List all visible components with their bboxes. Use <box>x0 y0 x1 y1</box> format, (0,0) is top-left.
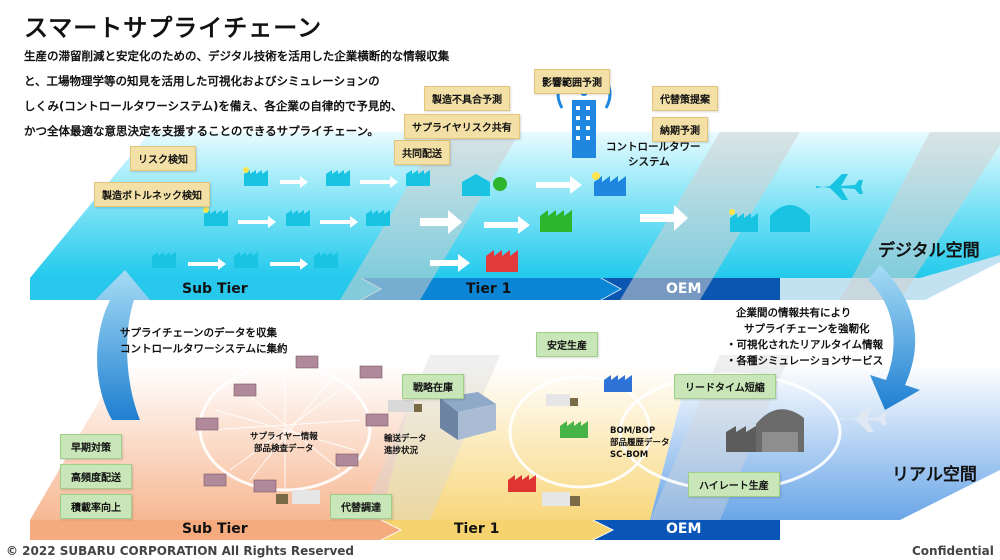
real-tier-subtier: Sub Tier <box>182 521 248 537</box>
tag-bottleneck-detect: 製造ボトルネック検知 <box>94 182 210 207</box>
cycle-arrow-down <box>868 265 920 410</box>
digital-airplane <box>816 174 863 200</box>
real-airplane <box>840 406 887 432</box>
transport-label-1: 輸送データ <box>384 434 427 444</box>
tag-joint-delivery: 共同配送 <box>394 140 450 165</box>
description-line-1: 生産の滞留削減と安定化のための、デジタル技術を活用した企業横断的な情報収集 <box>24 49 450 63</box>
digital-space-label: デジタル空間 <box>878 241 980 261</box>
tag-alt-procure: 代替調達 <box>330 494 392 519</box>
digital-factories <box>152 170 758 268</box>
supplier-info-label-1: サプライヤー情報 <box>250 432 318 442</box>
tag-stable-production: 安定生産 <box>536 332 598 357</box>
sun-dot-3 <box>203 207 209 213</box>
confidential-label: Confidential <box>912 544 994 558</box>
tag-delivery-predict: 納期予測 <box>652 117 708 142</box>
tag-risk-share: サプライヤリスク共有 <box>404 114 520 139</box>
control-tower-label-1: コントロールタワー <box>606 141 701 153</box>
blue-real-factory <box>604 375 632 392</box>
tag-defect-predict: 製造不具合予測 <box>424 86 510 111</box>
collect-note-2: コントロールタワーシステムに集約 <box>120 343 288 355</box>
real-supplier-factories <box>195 355 389 493</box>
bom-label-1: BOM/BOP <box>610 426 656 436</box>
real-tier-tier1: Tier 1 <box>454 521 500 537</box>
real-band-subtier <box>30 520 400 540</box>
description-line-2: と、工場物理学等の知見を活用した可視化およびシミュレーションの <box>24 74 380 88</box>
supplier-info-label-2: 部品検査データ <box>254 444 314 454</box>
real-trucks <box>276 394 580 506</box>
tag-early-action: 早期対策 <box>60 434 122 459</box>
cycle-arrow-up <box>95 270 150 420</box>
sun-dot <box>592 172 600 180</box>
digital-tier-subtier: Sub Tier <box>182 281 248 297</box>
real-band-oem <box>594 520 780 540</box>
tag-strategic-stock: 戦略在庫 <box>402 374 464 399</box>
green-dot <box>493 177 507 191</box>
oem-factory-dome <box>770 205 810 232</box>
ribbon-2 <box>620 132 800 300</box>
description-line-4: かつ全体最適な意思決定を支援することのできるサプライチェーン。 <box>24 124 379 138</box>
share-note-3: ・可視化されたリアルタイム情報 <box>726 339 884 351</box>
tag-freq-delivery: 高頻度配送 <box>60 464 132 489</box>
sun-dot-2 <box>243 167 249 173</box>
tag-high-rate: ハイレート生産 <box>688 472 780 497</box>
share-note-1: 企業間の情報共有により <box>736 307 852 319</box>
green-real-factory <box>560 421 588 438</box>
red-factory <box>486 250 518 272</box>
oem-digital-factory <box>594 176 626 196</box>
oem-real-plant <box>726 409 804 452</box>
page-title: スマートサプライチェーン <box>24 14 323 42</box>
real-space-label: リアル空間 <box>892 465 977 485</box>
share-note-4: ・各種シミュレーションサービス <box>726 355 884 367</box>
warehouse <box>462 174 490 196</box>
ribbon-1 <box>340 132 520 300</box>
ribbon-3 <box>840 132 1000 300</box>
tag-leadtime: リードタイム短縮 <box>674 374 776 399</box>
tag-impact-predict: 影響範囲予測 <box>534 69 610 94</box>
digital-tier-oem: OEM <box>666 281 702 297</box>
tag-risk-detect: リスク検知 <box>130 146 196 171</box>
control-tower <box>556 79 612 158</box>
description-line-3: しくみ(コントロールタワーシステム)を備え、各企業の自律的で予見的、 <box>24 99 403 113</box>
transport-label-2: 進捗状況 <box>384 446 419 456</box>
green-factory <box>540 210 572 232</box>
red-real-factory <box>508 475 536 492</box>
sun-dot-4 <box>729 209 735 215</box>
bom-label-3: SC-BOM <box>610 450 649 460</box>
collect-note-1: サプライチェーンのデータを収集 <box>120 327 277 339</box>
bom-label-2: 部品履歴データ <box>610 438 670 448</box>
real-tier-oem: OEM <box>666 521 702 537</box>
tier1-ellipse <box>508 375 652 489</box>
digital-tier-tier1: Tier 1 <box>466 281 512 297</box>
supplier-network-lines <box>209 368 361 490</box>
share-note-2: サプライチェーンを強靭化 <box>744 323 870 335</box>
digital-arrows <box>188 176 688 272</box>
tag-alt-plan: 代替策提案 <box>652 86 718 111</box>
control-tower-label-2: システム <box>628 156 670 168</box>
copyright: © 2022 SUBARU CORPORATION All Rights Res… <box>6 544 355 558</box>
real-band-tier1 <box>382 520 612 540</box>
tag-load-rate: 積載率向上 <box>60 494 132 519</box>
